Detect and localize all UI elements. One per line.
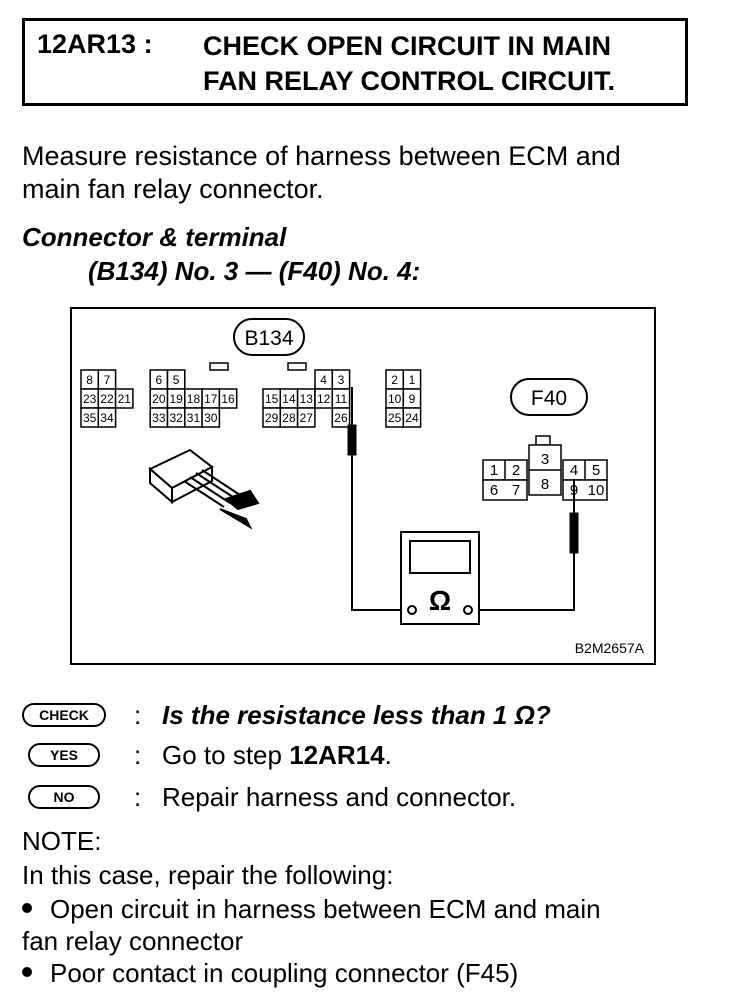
check-colon: : bbox=[134, 700, 142, 730]
b134-terminal-9: 9 bbox=[409, 392, 416, 406]
wire-b134-to-meter bbox=[351, 455, 408, 611]
b134-terminal-1: 1 bbox=[409, 373, 416, 387]
b134-terminal-23: 23 bbox=[83, 392, 97, 406]
b134-terminal-12: 12 bbox=[317, 392, 331, 406]
b134-terminal-33: 33 bbox=[152, 411, 166, 425]
b134-terminal-17: 17 bbox=[204, 392, 218, 406]
b134-terminal-34-cell bbox=[97, 407, 117, 428]
b134-terminal-18: 18 bbox=[187, 392, 201, 406]
b134-terminal-27: 27 bbox=[300, 411, 314, 425]
b134-terminal-21-cell bbox=[114, 388, 134, 409]
instruction-line1: Measure resistance of harness between EC… bbox=[22, 141, 621, 171]
step-title-line2: FAN RELAY CONTROL CIRCUIT. bbox=[203, 66, 616, 96]
ohm-symbol: Ω bbox=[429, 585, 451, 616]
b134-terminal-29: 29 bbox=[265, 411, 279, 425]
yes-colon: : bbox=[134, 740, 142, 770]
b134-terminal-22: 22 bbox=[100, 392, 114, 406]
b134-terminal-31: 31 bbox=[187, 411, 201, 425]
b134-terminal-8: 8 bbox=[86, 373, 93, 387]
b134-terminal-13: 13 bbox=[300, 392, 314, 406]
b134-terminal-5: 5 bbox=[173, 373, 180, 387]
instruction: Measure resistance of harness between EC… bbox=[22, 140, 722, 206]
svg-text:6: 6 bbox=[490, 482, 498, 499]
b134-terminal-7: 7 bbox=[104, 373, 111, 387]
b134-lock-tab bbox=[287, 362, 307, 371]
svg-text:5: 5 bbox=[592, 462, 600, 479]
f40-label-oval bbox=[510, 378, 588, 416]
note-bullet-1: Open circuit in harness between ECM and … bbox=[22, 894, 601, 925]
svg-text:3: 3 bbox=[541, 451, 549, 468]
b134-terminal-21: 21 bbox=[118, 392, 132, 406]
b134-terminal-4: 4 bbox=[320, 373, 327, 387]
step-header: 12AR13 : CHECK OPEN CIRCUIT IN MAIN FAN … bbox=[22, 18, 688, 106]
note-intro: In this case, repair the following: bbox=[22, 860, 394, 890]
connector-spec: (B134) No. 3 — (F40) No. 4: bbox=[88, 256, 421, 286]
f40-label: F40 bbox=[531, 387, 567, 410]
b134-terminal-24-cell bbox=[402, 407, 422, 428]
check-question: Is the resistance less than 1 Ω? bbox=[162, 700, 551, 730]
svg-text:7: 7 bbox=[512, 482, 520, 499]
b134-terminal-15: 15 bbox=[265, 392, 279, 406]
yes-text: Go to step 12AR14. bbox=[162, 740, 392, 770]
connector-housing-sketch bbox=[148, 448, 260, 530]
no-pill: NO bbox=[28, 785, 100, 809]
b134-terminal-2: 2 bbox=[391, 373, 398, 387]
no-colon: : bbox=[134, 782, 142, 812]
b134-label-oval bbox=[233, 318, 305, 356]
figure-code: B2M2657A bbox=[575, 640, 645, 656]
b134-terminal-24: 24 bbox=[405, 411, 419, 425]
b134-terminal-14: 14 bbox=[282, 392, 296, 406]
connector-heading: Connector & terminal bbox=[22, 222, 287, 252]
b134-terminal-19: 19 bbox=[169, 392, 183, 406]
b134-terminal-3: 3 bbox=[338, 373, 345, 387]
b134-terminal-34: 34 bbox=[100, 411, 114, 425]
b134-terminal-11: 11 bbox=[335, 392, 348, 406]
b134-terminal-16-cell bbox=[218, 388, 238, 409]
b134-terminal-10: 10 bbox=[388, 392, 402, 406]
step-title-line1: CHECK OPEN CIRCUIT IN MAIN bbox=[203, 31, 612, 61]
b134-terminal-26: 26 bbox=[334, 411, 348, 425]
ohmmeter bbox=[400, 531, 480, 625]
no-text: Repair harness and connector. bbox=[162, 782, 517, 812]
b134-terminal-20: 20 bbox=[152, 392, 166, 406]
b134-terminal-35: 35 bbox=[83, 411, 97, 425]
check-pill: CHECK bbox=[22, 703, 106, 727]
note-bullet-2: Poor contact in coupling connector (F45) bbox=[22, 958, 518, 989]
note-bullet-1-cont: fan relay connector bbox=[22, 926, 244, 956]
b134-terminal-26-cell bbox=[331, 407, 351, 428]
note-label: NOTE: bbox=[22, 826, 102, 856]
b134-terminal-30: 30 bbox=[204, 411, 218, 425]
b134-terminal-16: 16 bbox=[221, 392, 235, 406]
b134-terminal-30-cell bbox=[201, 407, 221, 428]
step-code: 12AR13 : bbox=[37, 29, 153, 59]
b134-terminal-6: 6 bbox=[156, 373, 163, 387]
svg-text:1: 1 bbox=[490, 462, 498, 479]
bullet-dot bbox=[22, 967, 32, 978]
step-title: CHECK OPEN CIRCUIT IN MAIN FAN RELAY CON… bbox=[203, 29, 615, 99]
instruction-line2: main fan relay connector. bbox=[22, 174, 324, 204]
b134-terminal-28: 28 bbox=[282, 411, 296, 425]
svg-text:4: 4 bbox=[570, 462, 578, 479]
yes-step-link: 12AR14 bbox=[289, 740, 385, 770]
svg-text:8: 8 bbox=[541, 476, 549, 493]
svg-text:10: 10 bbox=[588, 482, 605, 499]
b134-terminal-27-cell bbox=[296, 407, 316, 428]
f40-terminal-numbers: 1 2 3 4 5 6 7 8 9 10 bbox=[490, 451, 605, 499]
b134-lock-tab bbox=[209, 362, 229, 371]
b134-terminal-25: 25 bbox=[388, 411, 402, 425]
bullet-dot bbox=[22, 903, 32, 914]
b134-terminal-32: 32 bbox=[169, 411, 183, 425]
wire-f40-to-meter bbox=[472, 553, 575, 611]
yes-pill: YES bbox=[28, 743, 100, 767]
svg-text:2: 2 bbox=[512, 462, 520, 479]
b134-label: B134 bbox=[244, 327, 293, 350]
